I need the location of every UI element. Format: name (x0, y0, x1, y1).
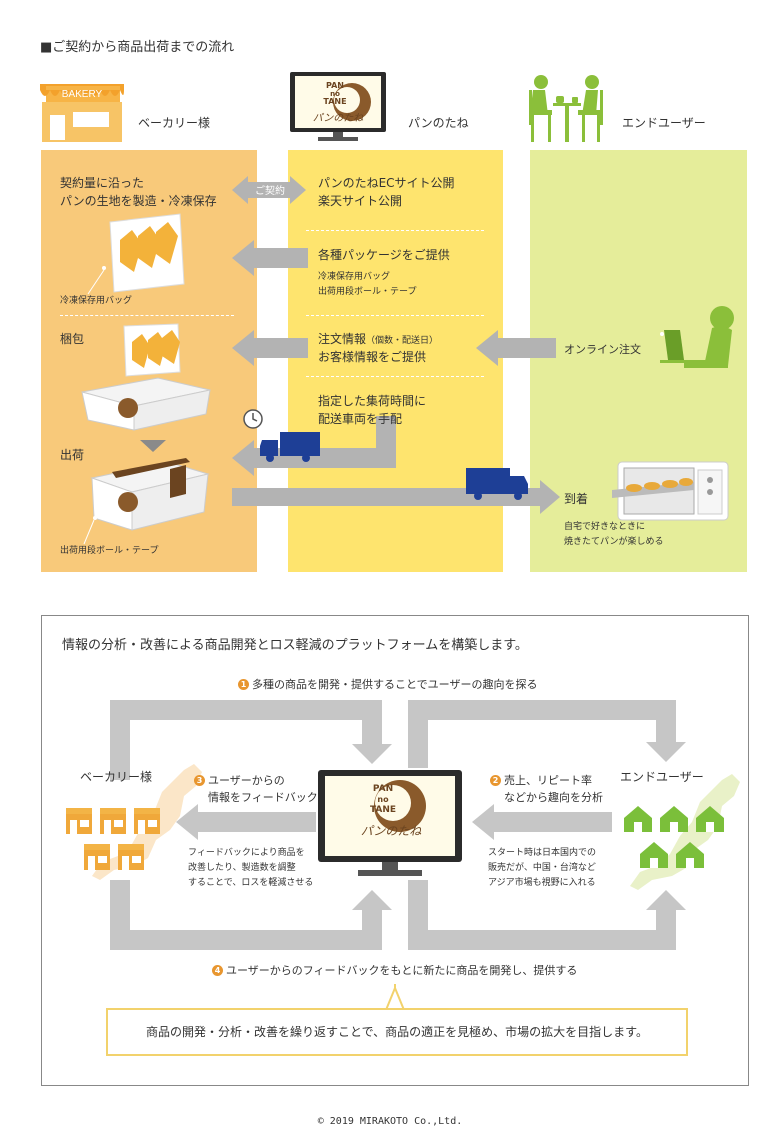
step2-line1: 売上、リピート率 (504, 774, 592, 787)
feedback-note-1: フィードバックにより商品を (188, 848, 305, 858)
ec-publish-line1: パンのたねECサイト公開 (318, 176, 455, 190)
logo-pan: PAN (326, 81, 344, 90)
arrow-online-order-to-pannotane (476, 330, 556, 366)
customer-info: お客様情報をご提供 (318, 350, 427, 364)
feedback-note-2: 改善したり、製造数を調整 (188, 863, 296, 873)
platform-logo-pan: PAN (372, 784, 394, 794)
platform-enduser-label: エンドユーザー (620, 770, 704, 784)
end-user-couple-icon (529, 75, 603, 142)
divider (306, 230, 484, 231)
bakery-task-line2: パンの生地を製造・冷凍保存 (60, 194, 217, 208)
platform-title: 情報の分析・改善による商品開発とロス軽減のプラットフォームを構築します。 (62, 638, 528, 653)
copyright: © 2019 MIRAKOTO Co.,Ltd. (317, 1116, 463, 1127)
arrow-feedback-to-bakery (176, 804, 316, 840)
callout-line (394, 984, 396, 990)
packages-title: 各種パッケージをご提供 (318, 248, 450, 262)
step1-text: 多種の商品を開発・提供することでユーザーの趣向を探る (252, 678, 538, 691)
freezer-bag-label: 冷凍保存用バッグ (60, 296, 133, 306)
shipping-box-icon (90, 458, 210, 531)
order-info-sub: （個数・配送日） (366, 336, 439, 346)
packages-detail-1: 冷凍保存用バッグ (318, 272, 391, 282)
loop-arrow (408, 700, 686, 768)
online-order-label: オンライン注文 (564, 343, 641, 356)
section-heading: ■ご契約から商品出荷までの流れ (40, 40, 235, 55)
arrival-label: 到着 (564, 492, 589, 506)
order-info: 注文情報（個数・配送日） (318, 330, 438, 349)
delivery-truck-icon (260, 432, 320, 462)
platform-monitor-icon (318, 770, 462, 876)
platform-bakery-label: ベーカリー様 (80, 770, 153, 784)
delivery-truck-icon (466, 468, 528, 500)
platform-logo-tane: TANE (369, 805, 397, 815)
conclusion-text: 商品の開発・分析・改善を繰り返すことで、商品の適正を見極め、市場の拡大を目指しま… (146, 1025, 648, 1039)
arrow-enduser-to-monitor (472, 804, 612, 840)
feedback-note-3: することで、ロスを軽減させる (188, 878, 314, 888)
platform-logo-script: パンのたね (360, 824, 422, 838)
column-label-pannotane: パンのたね (408, 116, 469, 130)
logo-tane: TANE (323, 97, 346, 106)
platform-logo-no: no (377, 795, 389, 804)
divider (60, 315, 234, 316)
arrival-detail-2: 焼きたてパンが楽しめる (564, 537, 664, 547)
divider (306, 376, 484, 377)
logo-no: no (330, 90, 340, 98)
shipping-box-label: 出荷用段ボール・テープ (60, 546, 159, 556)
header-icons: BAKERY PAN no TANE パンのたね (40, 72, 603, 142)
step2-number: 2 (490, 775, 501, 786)
start-note-1: スタート時は日本国内での (488, 848, 597, 858)
monitor-icon (290, 72, 386, 141)
callout-pointer (384, 985, 406, 1011)
loop-arrow (110, 700, 392, 780)
open-box-icon (81, 323, 211, 431)
arrival-detail-1: 自宅で好きなときに (564, 522, 646, 532)
conclusion-callout: 商品の開発・分析・改善を繰り返すことで、商品の適正を見極め、市場の拡大を目指しま… (106, 1008, 688, 1056)
step1-number: 1 (238, 679, 249, 690)
packing-label: 梱包 (60, 332, 85, 346)
bakery-sign-text: BAKERY (62, 89, 103, 100)
arrow-pickup-truck (232, 416, 396, 476)
step4-number: 4 (212, 965, 223, 976)
pickup-line1: 指定した集荷時間に (318, 394, 427, 408)
bakery-task-line1: 契約量に沿った (60, 176, 145, 190)
step2-line2: などから趣向を分析 (504, 791, 603, 805)
ec-publish-line2: 楽天サイト公開 (318, 194, 403, 208)
loop-arrow (110, 880, 392, 950)
step3-line2: 情報をフィードバック (208, 791, 318, 805)
houses-icon (624, 806, 724, 868)
order-info-main: 注文情報 (318, 332, 367, 346)
person-laptop-icon (660, 306, 734, 368)
packages-detail-2: 出荷用段ボール・テープ (318, 287, 417, 297)
start-note-3: アジア市場も視野に入れる (488, 878, 596, 888)
divider (306, 315, 484, 316)
freezer-bag-icon (102, 213, 185, 293)
bakery-shop-icon (40, 84, 124, 142)
step3-number: 3 (194, 775, 205, 786)
shipping-label: 出荷 (60, 448, 85, 462)
arrow-packing-to-shipping (140, 440, 166, 452)
flow-graphics (81, 176, 734, 545)
column-label-enduser: エンドユーザー (622, 116, 706, 130)
oven-icon (612, 461, 729, 521)
contract-double-arrow (232, 176, 306, 204)
clock-icon (243, 409, 263, 429)
step3-line1: ユーザーからの (208, 774, 285, 787)
start-note-2: 販売だが、中国・台湾など (488, 863, 596, 873)
contract-label: ご契約 (255, 186, 285, 197)
loop-arrow (408, 880, 686, 950)
arrow-order-to-bakery (232, 330, 308, 366)
step4-text: ユーザーからのフィードバックをもとに新たに商品を開発し、提供する (226, 964, 578, 977)
pickup-line2: 配送車両を手配 (318, 412, 403, 426)
arrow-packages-to-bakery (232, 240, 308, 276)
column-label-bakery: ベーカリー様 (138, 116, 211, 130)
logo-script: パンのたね (313, 112, 364, 124)
